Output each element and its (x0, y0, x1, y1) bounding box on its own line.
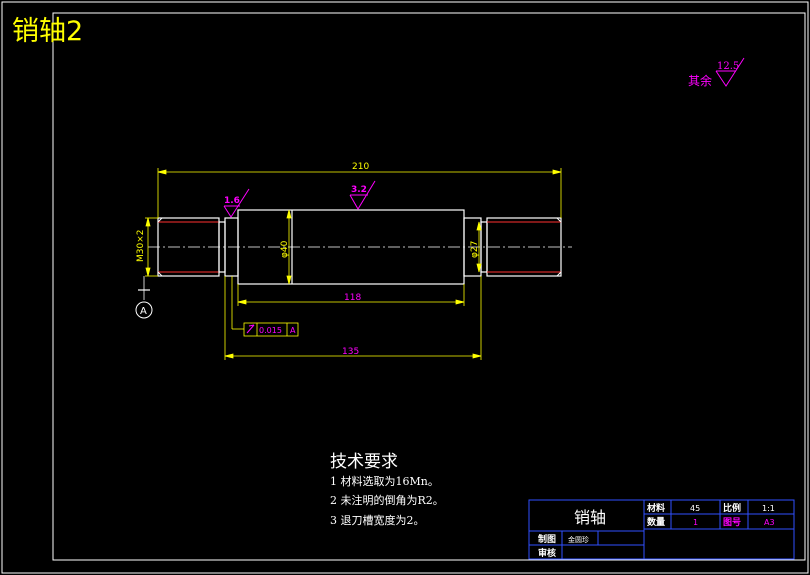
roughness-main-body-value: 3.2 (351, 185, 367, 195)
roughness-left-shoulder-value: 1.6 (224, 196, 240, 206)
dim-overall-length-text: 210 (352, 162, 369, 172)
tolerance-value: 0.015 (259, 326, 282, 335)
title-block-scale-value: 1:1 (762, 504, 775, 513)
title-block-part-name: 销轴 (574, 508, 606, 527)
tech-requirement-1: 1 材料选取为16Mn。 (330, 474, 439, 488)
drawing-frame (52, 12, 806, 561)
roughness-other-value: 12.5 (717, 61, 739, 72)
dim-neck-diameter-text: φ27 (470, 241, 480, 258)
file-title: 销轴2 (12, 16, 83, 47)
roughness-other-symbol: 其余 12.5 (688, 57, 745, 88)
title-block (528, 499, 795, 560)
title-block-drawing-no-value: A3 (764, 518, 775, 527)
title-block-check-label: 审核 (538, 547, 556, 559)
datum-symbol: A (135, 276, 153, 319)
dim-thread-text: M30×2 (136, 230, 146, 262)
dim-body-diameter-text: φ40 (280, 240, 290, 258)
roughness-left-shoulder (223, 188, 250, 218)
dim-overall-length (157, 168, 562, 218)
tolerance-frame: 0.015 A (231, 276, 299, 337)
dim-135-length-text: 135 (342, 347, 359, 357)
title-block-material-value: 45 (690, 504, 700, 513)
tolerance-datum: A (290, 326, 296, 335)
title-block-scale-label: 比例 (723, 502, 741, 514)
dim-body-length (237, 284, 465, 306)
tech-requirements-title: 技术要求 (330, 452, 398, 472)
right-thread-section (486, 217, 562, 277)
dim-135-length (224, 276, 482, 360)
title-block-drawn-name: 金圆珍 (568, 535, 589, 544)
title-block-quantity-value: 1 (693, 518, 698, 527)
tech-requirement-3: 3 退刀槽宽度为2。 (330, 513, 425, 527)
dim-neck-diameter (476, 221, 482, 273)
datum-label: A (140, 306, 147, 317)
title-block-quantity-label: 数量 (647, 516, 665, 528)
roughness-main-body (349, 180, 376, 210)
title-block-drawing-no-label: 图号 (723, 517, 741, 528)
dim-body-diameter (286, 209, 292, 285)
tech-requirement-2: 2 未注明的倒角为R2。 (330, 493, 444, 507)
dim-body-length-text: 118 (344, 293, 361, 303)
dim-thread (145, 217, 158, 277)
title-block-drawn-label: 制图 (538, 533, 556, 545)
roughness-other-label: 其余 (688, 73, 712, 88)
title-block-material-label: 材料 (646, 502, 665, 514)
